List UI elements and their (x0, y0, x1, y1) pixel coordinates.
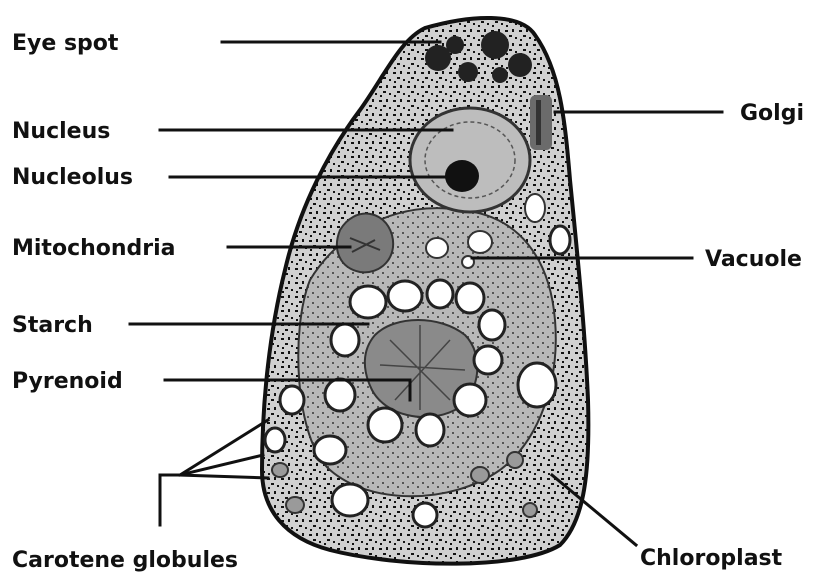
label-starch: Starch (12, 313, 93, 338)
golgi-shape (530, 95, 552, 150)
label-mitochondria: Mitochondria (12, 236, 176, 261)
label-eye-spot: Eye spot (12, 31, 119, 56)
label-nucleolus: Nucleolus (12, 165, 133, 190)
label-carotene-globules: Carotene globules (12, 548, 238, 573)
label-pyrenoid: Pyrenoid (12, 369, 123, 394)
label-golgi: Golgi (740, 101, 804, 126)
label-chloroplast: Chloroplast (640, 546, 783, 571)
nucleus-shape (410, 108, 530, 212)
label-nucleus: Nucleus (12, 119, 110, 144)
label-vacuole: Vacuole (705, 247, 802, 272)
